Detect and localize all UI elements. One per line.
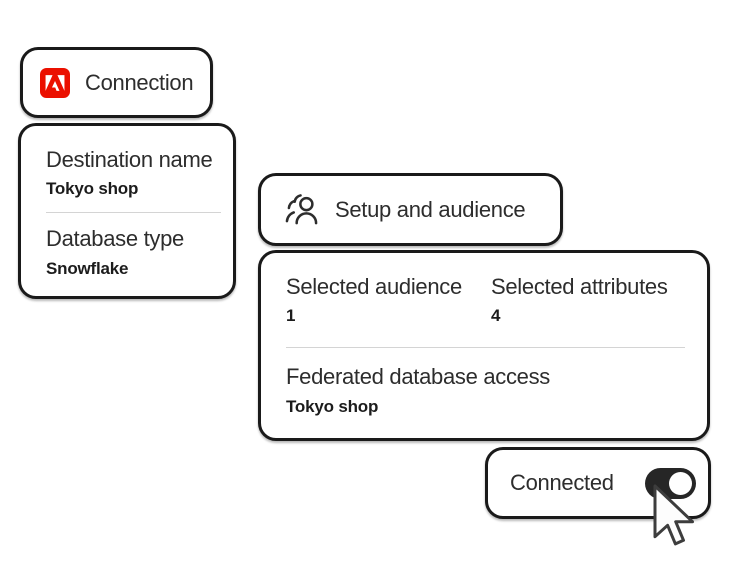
audience-group-icon: [285, 194, 318, 225]
connected-toggle[interactable]: [645, 467, 696, 499]
setup-audience-card: Setup and audience: [258, 173, 563, 246]
selected-attributes-stat: Selected attributes 4: [491, 274, 668, 326]
database-type-field: Database type Snowflake: [46, 226, 223, 278]
destination-name-field: Destination name Tokyo shop: [46, 147, 223, 199]
connected-card: Connected: [485, 447, 711, 519]
selected-audience-stat: Selected audience 1: [286, 274, 491, 326]
selected-audience-value: 1: [286, 306, 296, 326]
summary-stats-row: Selected audience 1 Selected attributes …: [286, 274, 687, 326]
selected-attributes-value: 4: [491, 306, 501, 326]
selected-attributes-label: Selected attributes: [491, 274, 668, 299]
connection-card: Connection: [20, 47, 213, 118]
adobe-logo-icon: [40, 67, 70, 98]
destination-name-label: Destination name: [46, 147, 213, 172]
connection-card-title: Connection: [85, 69, 194, 95]
divider: [46, 212, 221, 214]
connection-details-card: Destination name Tokyo shop Database typ…: [18, 123, 236, 299]
connected-label: Connected: [510, 470, 614, 495]
database-type-label: Database type: [46, 226, 184, 252]
federated-access-value: Tokyo shop: [286, 396, 379, 416]
federated-access-field: Federated database access Tokyo shop: [286, 364, 687, 416]
summary-card: Selected audience 1 Selected attributes …: [258, 250, 710, 441]
setup-audience-title: Setup and audience: [335, 196, 526, 222]
federated-access-label: Federated database access: [286, 364, 551, 390]
divider: [286, 347, 685, 349]
database-type-value: Snowflake: [46, 258, 129, 278]
selected-audience-label: Selected audience: [286, 274, 462, 299]
destination-name-value: Tokyo shop: [46, 179, 139, 199]
toggle-knob: [669, 471, 692, 495]
